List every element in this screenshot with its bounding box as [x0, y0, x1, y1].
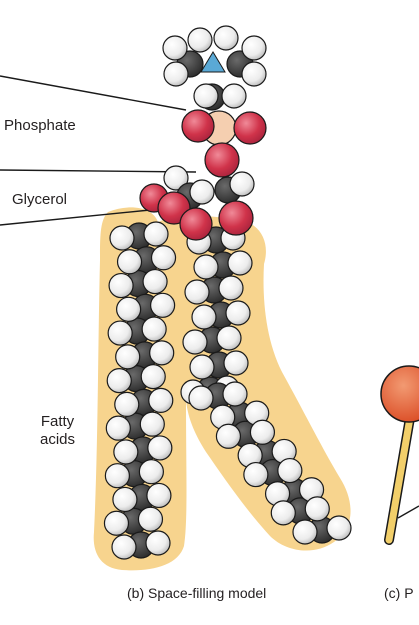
right-tail-upper-hydrogen-atom [182, 329, 208, 355]
left-tail-hydrogen-atom [148, 387, 174, 413]
right-tail-lower-hydrogen-atom [243, 461, 269, 488]
phosphate-leader-line [0, 75, 187, 111]
glycerol-leader-line-upper [0, 169, 197, 173]
left-tail-hydrogen-atom [111, 534, 137, 560]
right-tail-upper-hydrogen-atom [193, 254, 219, 280]
right-tail-lower-hydrogen-atom [215, 423, 242, 449]
left-tail-hydrogen-atom [146, 482, 172, 509]
right-tail-lower-hydrogen-atom [292, 519, 318, 545]
glycerol-leader-line-lower [0, 209, 151, 226]
head-ball-c [380, 365, 419, 423]
left-tail-hydrogen-atom [114, 391, 140, 417]
right-tail-upper-hydrogen-atom [189, 354, 215, 380]
head-hydrogen-atom [187, 27, 213, 53]
phosphate-oxygen-atom [204, 142, 240, 178]
left-tail-hydrogen-atom [107, 320, 133, 346]
left-tail-hydrogen-atom [103, 510, 130, 536]
right-tail-lower-hydrogen-atom [270, 500, 296, 526]
left-tail-hydrogen-atom [105, 415, 131, 441]
glycerol-hydrogen-atom [229, 171, 255, 197]
fatty-acids-label: Fatty acids [40, 413, 76, 448]
left-tail-hydrogen-atom [106, 368, 132, 394]
head-hydrogen-atom [193, 83, 219, 109]
left-tail-hydrogen-atom [147, 435, 173, 461]
leader-c [397, 505, 419, 519]
left-tail-hydrogen-atom [145, 530, 171, 556]
left-tail-hydrogen-atom [140, 364, 166, 390]
left-tail-hydrogen-atom [116, 296, 142, 322]
caption-space-filling-model: (b) Space-filling model [127, 585, 267, 601]
left-tail-hydrogen-atom [113, 439, 139, 465]
head-hydrogen-atom [213, 25, 239, 51]
right-tail-lower-hydrogen-atom [249, 419, 276, 445]
right-tail-lower-hydrogen-atom [304, 496, 330, 522]
glycerol-label: Glycerol [12, 191, 68, 208]
right-tail-upper-hydrogen-atom [223, 350, 249, 376]
ester-oxygen-atom [179, 207, 213, 241]
left-tail-hydrogen-atom [141, 316, 167, 342]
right-tail-upper-hydrogen-atom [225, 300, 251, 326]
right-tail-upper-hydrogen-atom [184, 279, 210, 305]
left-tail-hydrogen-atom [142, 268, 168, 295]
right-tail-upper-hydrogen-atom [191, 304, 217, 330]
phosphate-label: Phosphate [4, 117, 76, 134]
right-tail-lower-hydrogen-atom [222, 381, 248, 407]
phosphate-oxygen-atom [233, 111, 267, 145]
right-tail-upper-hydrogen-atom [218, 275, 244, 301]
left-tail-hydrogen-atom [109, 225, 135, 251]
head-hydrogen-atom [241, 61, 267, 87]
right-tail-upper-hydrogen-atom [216, 325, 242, 351]
caption-panel-c: (c) P [384, 585, 414, 601]
left-tail-hydrogen-atom [139, 411, 165, 437]
right-tail-upper-hydrogen-atom [227, 250, 253, 276]
right-tail-lower-hydrogen-atom [188, 385, 214, 411]
phosphate-oxygen-atom [181, 109, 215, 143]
stick-c [385, 408, 415, 544]
left-tail-hydrogen-atom [115, 344, 141, 370]
left-tail-hydrogen-atom [143, 221, 169, 247]
left-tail-hydrogen-atom [108, 272, 134, 299]
head-hydrogen-atom [163, 61, 189, 87]
left-tail-hydrogen-atom [150, 245, 177, 271]
nitrogen-atom [200, 51, 226, 73]
left-tail-hydrogen-atom [149, 340, 175, 366]
left-tail-hydrogen-atom [137, 506, 164, 532]
right-tail-lower-hydrogen-atom [277, 457, 303, 484]
head-hydrogen-atom [162, 35, 188, 61]
space-filling-molecule [103, 25, 352, 560]
head-hydrogen-atom [221, 83, 247, 109]
left-tail-hydrogen-atom [150, 292, 176, 318]
head-hydrogen-atom [241, 35, 267, 61]
left-tail-hydrogen-atom [116, 249, 143, 275]
glycerol-hydrogen-atom [189, 179, 215, 205]
right-tail-lower-hydrogen-atom [326, 515, 352, 541]
left-tail-hydrogen-atom [112, 486, 138, 513]
left-tail-hydrogen-atom [104, 463, 130, 489]
left-tail-hydrogen-atom [138, 459, 164, 485]
ester-oxygen-atom [218, 200, 254, 236]
glycerol-hydrogen-atom [163, 165, 189, 191]
